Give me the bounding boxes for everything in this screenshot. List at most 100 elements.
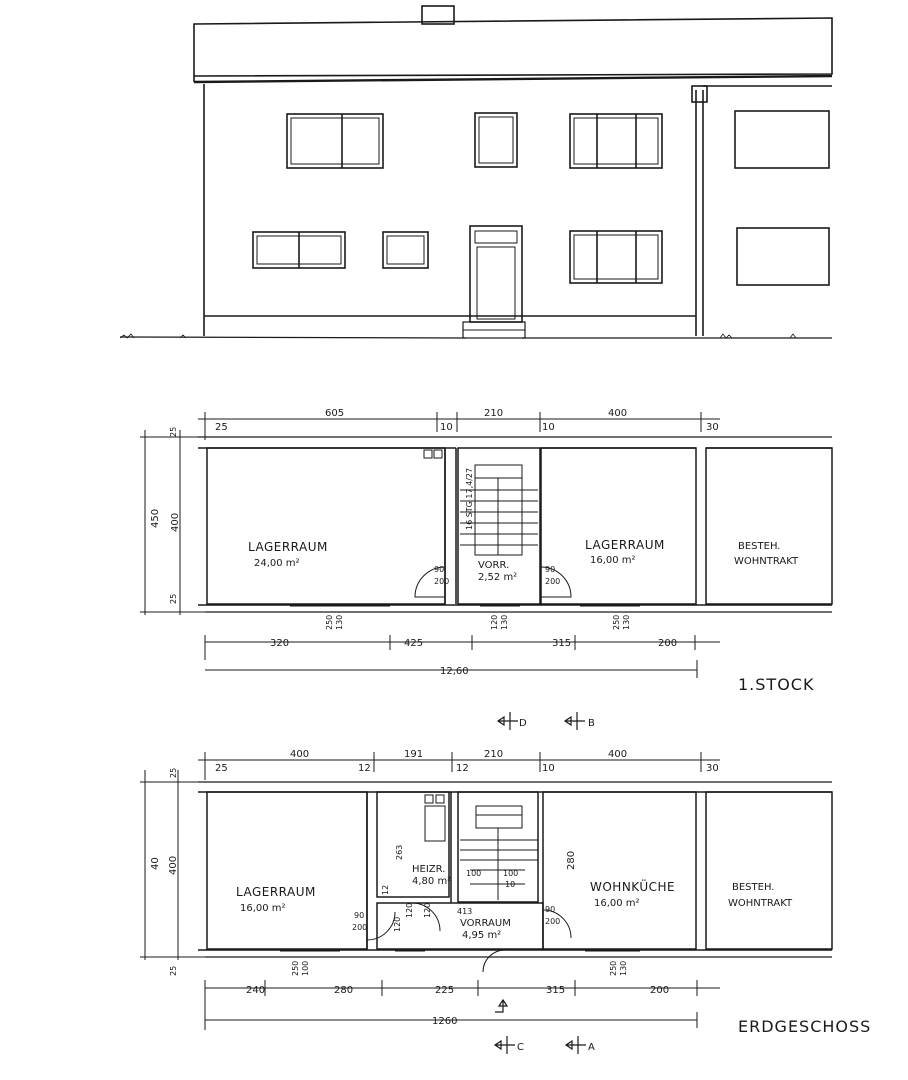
room-name: VORRAUM (460, 918, 511, 929)
dim-label: 400 (170, 513, 181, 532)
dim-label: 25 (169, 427, 178, 437)
dim-label: 25 (169, 966, 178, 976)
misc-dim: 413 (457, 907, 472, 916)
misc-dim: 120 (393, 917, 402, 932)
misc-dim: 120 (423, 903, 432, 918)
staircase (460, 464, 538, 556)
dim-label: 10 (542, 422, 555, 433)
staircase (460, 805, 538, 900)
dim-label: 200 (658, 638, 677, 649)
plan-ground-floor-labels: D B C A 25 400 12 191 12 210 10 400 30 4… (150, 718, 871, 1053)
dim-label: 210 (484, 749, 503, 760)
room-heizraum (376, 791, 450, 898)
room-name: HEIZR. (412, 864, 445, 875)
downpipe-head (691, 85, 708, 103)
misc-dim: 280 (566, 851, 577, 870)
dim-label: 400 (608, 408, 627, 419)
total-width: 12,60 (440, 666, 469, 677)
window-dim: 130 (500, 615, 509, 630)
dim-label: 315 (546, 985, 565, 996)
room-area: 4,80 m² (412, 876, 451, 887)
dim-label: 225 (435, 985, 454, 996)
dim-label: 425 (404, 638, 423, 649)
window-dim: 250 (325, 615, 334, 630)
dim-label: 315 (552, 638, 571, 649)
dim-label: 10 (542, 763, 555, 774)
room-name: WOHNTRAKT (728, 898, 793, 909)
section-mark-label: A (588, 1042, 595, 1053)
dim-label: 210 (484, 408, 503, 419)
door-dim: 200 (434, 577, 449, 586)
room-area: 2,52 m² (478, 572, 517, 583)
misc-dim: 90 (354, 911, 364, 920)
window (569, 230, 663, 284)
front-elevation (119, 5, 833, 339)
window-dim: 130 (335, 615, 344, 630)
plan-first-floor (140, 412, 833, 678)
dim-label: 400 (168, 856, 179, 875)
window (569, 113, 663, 169)
total-width: 1260 (432, 1016, 457, 1027)
room-area: 16,00 m² (594, 898, 640, 909)
dim-label: 12 (456, 763, 469, 774)
plan-title: 1.STOCK (738, 675, 814, 694)
dim-label: 400 (608, 749, 627, 760)
room-name: LAGERRAUM (248, 540, 328, 554)
room-name: LAGERRAUM (236, 885, 316, 899)
plan-ground-floor (140, 712, 833, 1054)
dim-label: 191 (404, 749, 423, 760)
dim-label: 320 (270, 638, 289, 649)
dim-label: 25 (169, 594, 178, 604)
door-dim: 200 (545, 577, 560, 586)
section-markers (493, 712, 586, 1054)
dim-label: 450 (150, 509, 161, 528)
misc-dim: 120 (405, 903, 414, 918)
dim-label: 25 (215, 763, 228, 774)
ground-line (119, 336, 832, 339)
window (734, 110, 830, 169)
misc-dim: 250 (291, 961, 300, 976)
misc-dim: 100 (466, 869, 481, 878)
stair-label: 16 STG 17,4/27 (465, 468, 474, 530)
room-wohntrakt (705, 447, 833, 605)
dim-label: 25 (215, 422, 228, 433)
room-name: WOHNTRAKT (734, 556, 799, 567)
dim-label: 30 (706, 422, 719, 433)
misc-dim: 130 (619, 961, 628, 976)
misc-dim: 200 (545, 917, 560, 926)
plan-title: ERDGESCHOSS (738, 1017, 871, 1036)
dim-label: 12 (358, 763, 371, 774)
room-name: BESTEH. (738, 541, 780, 552)
window (736, 227, 830, 286)
misc-dim: 200 (352, 923, 367, 932)
window-dim: 250 (612, 615, 621, 630)
room-area: 16,00 m² (590, 555, 636, 566)
section-mark-label: C (517, 1042, 524, 1053)
misc-dim: 12 (381, 885, 390, 895)
window (286, 113, 384, 169)
room-name: BESTEH. (732, 882, 774, 893)
chimney (421, 5, 455, 25)
dim-label: 605 (325, 408, 344, 419)
misc-dim: 250 (609, 961, 618, 976)
dim-label: 25 (169, 768, 178, 778)
door-dim: 90 (434, 565, 444, 574)
misc-dim: 100 (503, 869, 518, 878)
room-area: 16,00 m² (240, 903, 286, 914)
dim-label: 30 (706, 763, 719, 774)
window-dim: 130 (622, 615, 631, 630)
dim-label: 10 (440, 422, 453, 433)
dim-label: 400 (290, 749, 309, 760)
dim-label: 200 (650, 985, 669, 996)
plan-first-floor-labels: 25 605 10 210 10 400 30 450 400 25 25 LA… (150, 408, 814, 694)
dim-label: 40 (150, 857, 161, 870)
room-name: VORR. (478, 560, 509, 571)
dim-label: 280 (334, 985, 353, 996)
room-wohntrakt (705, 791, 833, 950)
room-area: 4,95 m² (462, 930, 501, 941)
room-name: WOHNKÜCHE (590, 878, 675, 894)
window-dim: 120 (490, 615, 499, 630)
door-dim: 90 (545, 565, 555, 574)
misc-dim: 10 (505, 880, 515, 889)
